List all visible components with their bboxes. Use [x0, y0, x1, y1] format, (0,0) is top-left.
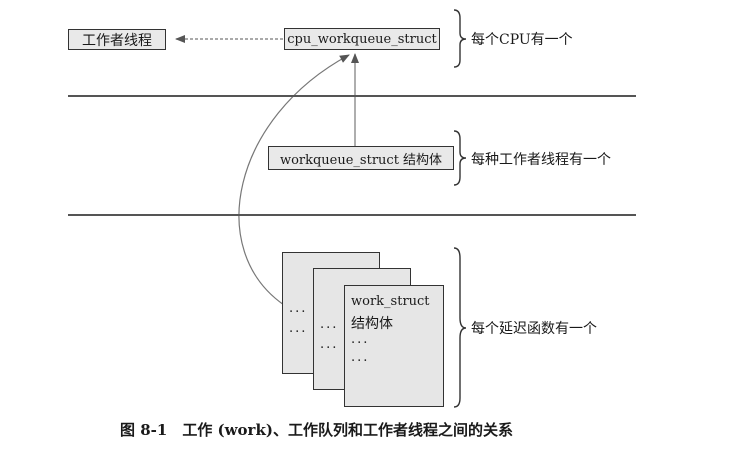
arrow-work-to-cpu: [238, 54, 350, 306]
workqueue-struct-label: workqueue_struct 结构体: [279, 152, 443, 168]
brace-top: [453, 9, 467, 68]
worker-thread-box: 工作者线程: [68, 29, 166, 50]
separator-top: [68, 95, 636, 97]
cpu-workqueue-struct-label: cpu_workqueue_struct: [287, 31, 437, 47]
work-note: 每个延迟函数有一个: [471, 321, 597, 337]
work-struct-sub: 结构体: [351, 316, 393, 332]
page-front-ellipsis-2: ...: [351, 350, 370, 365]
cpu-workqueue-struct-box: cpu_workqueue_struct: [284, 28, 440, 50]
work-page-front: work_struct 结构体 ... ...: [344, 285, 444, 407]
workqueue-struct-box: workqueue_struct 结构体: [268, 146, 454, 170]
page-middle-ellipsis-2: ...: [320, 337, 339, 352]
brace-bottom: [453, 247, 467, 408]
workqueue-note: 每种工作者线程有一个: [471, 152, 611, 168]
cpu-note: 每个CPU有一个: [471, 32, 573, 48]
page-middle-ellipsis-1: ...: [320, 317, 339, 332]
page-back-ellipsis-2: ...: [289, 321, 308, 336]
worker-thread-label: 工作者线程: [82, 32, 152, 49]
page-front-ellipsis-1: ...: [351, 332, 370, 347]
figure-caption: 图 8-1 工作 (work)、工作队列和工作者线程之间的关系: [120, 421, 513, 439]
page-back-ellipsis-1: ...: [289, 301, 308, 316]
work-struct-title: work_struct: [351, 294, 430, 309]
separator-bottom: [68, 214, 636, 216]
brace-middle: [453, 130, 467, 186]
